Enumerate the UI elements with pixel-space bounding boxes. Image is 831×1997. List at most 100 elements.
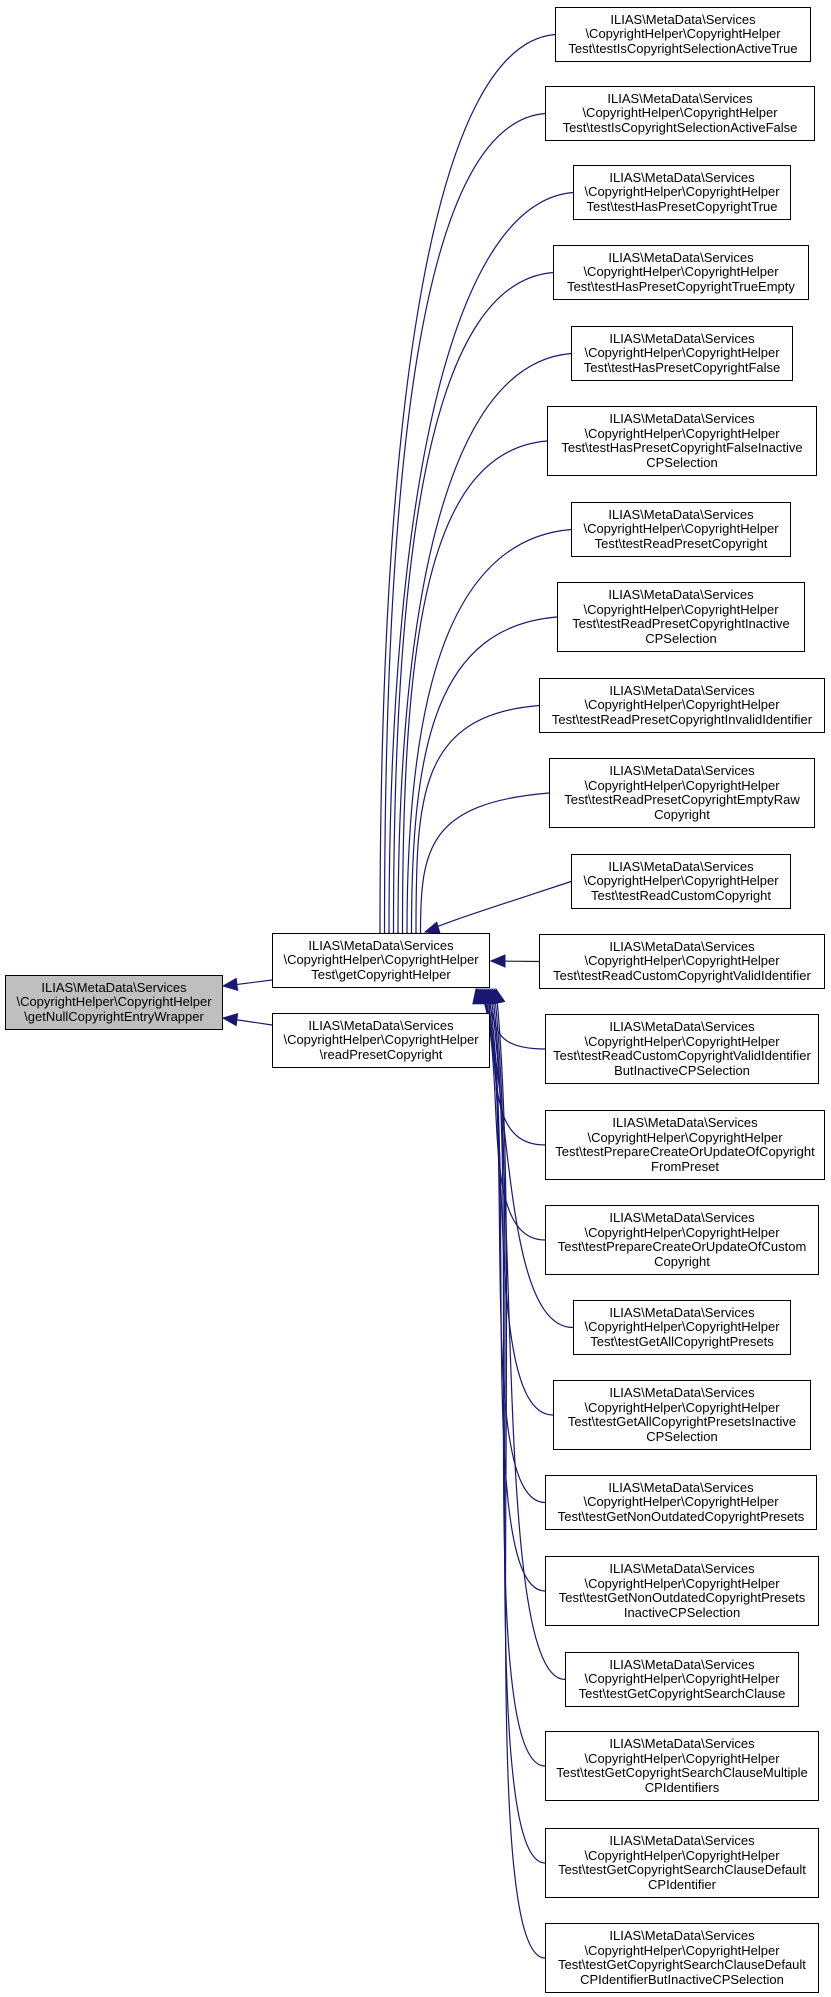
- node-label-line: CPSelection: [646, 1428, 718, 1444]
- test-node-14[interactable]: ILIAS\MetaData\Services\CopyrightHelper\…: [545, 1205, 819, 1275]
- test-node-15[interactable]: ILIAS\MetaData\Services\CopyrightHelper\…: [573, 1300, 791, 1355]
- node-label-line: \readPresetCopyright: [319, 1046, 443, 1062]
- node-label-line: Copyright: [654, 806, 710, 822]
- node-label-line: ILIAS\MetaData\Services: [610, 11, 756, 27]
- node-label-line: \getNullCopyrightEntryWrapper: [24, 1008, 204, 1024]
- test-node-0[interactable]: ILIAS\MetaData\Services\CopyrightHelper\…: [555, 7, 811, 62]
- node-label-line: ButInactiveCPSelection: [614, 1062, 750, 1078]
- node-label-line: \CopyrightHelper\CopyrightHelper: [583, 873, 779, 889]
- test-node-14-label: ILIAS\MetaData\Services\CopyrightHelper\…: [558, 1210, 807, 1269]
- edge-arrow-caller-1-root: [221, 1012, 239, 1027]
- node-label-line: ILIAS\MetaData\Services: [609, 1928, 755, 1943]
- test-node-10[interactable]: ILIAS\MetaData\Services\CopyrightHelper\…: [571, 854, 791, 909]
- edge-test-8: [415, 704, 540, 933]
- test-node-16-label: ILIAS\MetaData\Services\CopyrightHelper\…: [567, 1385, 797, 1444]
- node-label-line: Test\testReadPresetCopyrightEmptyRaw: [564, 792, 800, 807]
- node-label-line: ILIAS\MetaData\Services: [612, 1115, 758, 1130]
- test-node-17-label: ILIAS\MetaData\Services\CopyrightHelper\…: [558, 1479, 804, 1525]
- node-label-line: ILIAS\MetaData\Services: [608, 1479, 754, 1495]
- test-node-11[interactable]: ILIAS\MetaData\Services\CopyrightHelper\…: [539, 934, 825, 989]
- test-node-5[interactable]: ILIAS\MetaData\Services\CopyrightHelper\…: [547, 406, 817, 476]
- test-node-3-label: ILIAS\MetaData\Services\CopyrightHelper\…: [567, 249, 795, 295]
- edge-test-7: [410, 616, 558, 933]
- node-label-line: FromPreset: [651, 1158, 719, 1174]
- node-label-line: \CopyrightHelper\CopyrightHelper: [583, 1494, 779, 1510]
- test-node-21-label: ILIAS\MetaData\Services\CopyrightHelper\…: [558, 1833, 806, 1892]
- caller-node-0[interactable]: ILIAS\MetaData\Services\CopyrightHelper\…: [272, 933, 490, 988]
- test-node-17[interactable]: ILIAS\MetaData\Services\CopyrightHelper\…: [545, 1475, 817, 1530]
- node-label-line: ILIAS\MetaData\Services: [308, 1017, 454, 1033]
- test-node-7[interactable]: ILIAS\MetaData\Services\CopyrightHelper\…: [557, 582, 805, 652]
- node-label-line: Test\testGetCopyrightSearchClause: [578, 1685, 786, 1701]
- test-node-12-label: ILIAS\MetaData\Services\CopyrightHelper\…: [553, 1019, 811, 1078]
- node-label-line: Test\testGetNonOutdatedCopyrightPresets: [558, 1590, 806, 1605]
- test-node-1-label: ILIAS\MetaData\Services\CopyrightHelper\…: [562, 91, 798, 136]
- test-node-9-label: ILIAS\MetaData\Services\CopyrightHelper\…: [564, 763, 800, 822]
- edge-arrow-test-22: [492, 987, 506, 1005]
- test-node-21[interactable]: ILIAS\MetaData\Services\CopyrightHelper\…: [545, 1828, 819, 1898]
- test-node-16[interactable]: ILIAS\MetaData\Services\CopyrightHelper\…: [553, 1380, 811, 1450]
- node-label-line: \CopyrightHelper\CopyrightHelper: [584, 1942, 780, 1958]
- edge-test-20: [491, 988, 546, 1767]
- node-label-line: InactiveCPSelection: [623, 1604, 741, 1620]
- test-node-4[interactable]: ILIAS\MetaData\Services\CopyrightHelper\…: [571, 326, 793, 381]
- test-node-8[interactable]: ILIAS\MetaData\Services\CopyrightHelper\…: [539, 678, 825, 733]
- node-label-line: ILIAS\MetaData\Services: [609, 1736, 755, 1751]
- node-label-line: ILIAS\MetaData\Services: [609, 682, 755, 698]
- node-label-line: \CopyrightHelper\CopyrightHelper: [584, 345, 780, 361]
- node-label-line: Test\testReadPresetCopyright: [594, 535, 768, 551]
- edge-test-6: [406, 528, 572, 933]
- node-label-line: Test\getCopyrightHelper: [311, 966, 451, 982]
- edge-test-17: [485, 988, 546, 1504]
- test-node-10-label: ILIAS\MetaData\Services\CopyrightHelper\…: [583, 858, 779, 904]
- root-node-getnullcopyrightentrywrapper: ILIAS\MetaData\Services\CopyrightHelper\…: [5, 975, 223, 1030]
- test-node-18[interactable]: ILIAS\MetaData\Services\CopyrightHelper\…: [545, 1556, 819, 1626]
- node-label-line: ILIAS\MetaData\Services: [608, 249, 754, 265]
- node-label-line: \CopyrightHelper\CopyrightHelper: [584, 953, 780, 969]
- node-label-line: Test\testReadCustomCopyrightValidIdentif…: [553, 967, 811, 983]
- node-label-line: Test\testReadCustomCopyright: [591, 887, 771, 903]
- test-node-2[interactable]: ILIAS\MetaData\Services\CopyrightHelper\…: [573, 165, 791, 220]
- node-label-line: Copyright: [654, 1253, 710, 1269]
- node-label-line: CPIdentifiers: [644, 1779, 720, 1795]
- test-node-22[interactable]: ILIAS\MetaData\Services\CopyrightHelper\…: [545, 1923, 819, 1993]
- test-node-3[interactable]: ILIAS\MetaData\Services\CopyrightHelper\…: [553, 245, 809, 300]
- node-label-line: ILIAS\MetaData\Services: [609, 411, 755, 426]
- node-label-line: \CopyrightHelper\CopyrightHelper: [584, 1671, 780, 1687]
- test-node-2-label: ILIAS\MetaData\Services\CopyrightHelper\…: [584, 170, 779, 215]
- node-label-line: ILIAS\MetaData\Services: [609, 938, 755, 954]
- node-label-line: Test\testReadPresetCopyrightInvalidIdent…: [551, 711, 813, 727]
- edge-test-21: [493, 988, 546, 1864]
- node-label-line: Test\testIsCopyrightSelectionActiveFalse: [562, 119, 798, 135]
- node-label-line: ILIAS\MetaData\Services: [308, 937, 454, 953]
- test-node-9[interactable]: ILIAS\MetaData\Services\CopyrightHelper\…: [549, 758, 815, 828]
- node-label-line: \CopyrightHelper\CopyrightHelper: [585, 26, 781, 42]
- node-label-line: \CopyrightHelper\CopyrightHelper: [584, 1224, 780, 1240]
- node-label-line: ILIAS\MetaData\Services: [609, 1385, 755, 1400]
- node-label-line: ILIAS\MetaData\Services: [608, 858, 754, 874]
- node-label-line: ILIAS\MetaData\Services: [609, 1656, 755, 1672]
- node-label-line: Test\testReadPresetCopyrightInactive: [572, 616, 790, 631]
- node-label-line: \CopyrightHelper\CopyrightHelper: [584, 1575, 780, 1591]
- test-node-6[interactable]: ILIAS\MetaData\Services\CopyrightHelper\…: [571, 502, 791, 557]
- test-node-7-label: ILIAS\MetaData\Services\CopyrightHelper\…: [572, 587, 790, 646]
- test-node-11-label: ILIAS\MetaData\Services\CopyrightHelper\…: [553, 938, 811, 984]
- caller-node-1[interactable]: ILIAS\MetaData\Services\CopyrightHelper\…: [272, 1013, 490, 1068]
- test-node-12[interactable]: ILIAS\MetaData\Services\CopyrightHelper\…: [545, 1014, 819, 1084]
- test-node-20[interactable]: ILIAS\MetaData\Services\CopyrightHelper\…: [545, 1731, 819, 1801]
- edge-test-22: [495, 988, 546, 1959]
- test-node-1[interactable]: ILIAS\MetaData\Services\CopyrightHelper\…: [545, 86, 815, 141]
- node-label-line: Test\testGetAllCopyrightPresetsInactive: [567, 1414, 797, 1429]
- node-label-line: \CopyrightHelper\CopyrightHelper: [584, 1750, 780, 1766]
- test-node-19[interactable]: ILIAS\MetaData\Services\CopyrightHelper\…: [565, 1652, 799, 1707]
- node-label-line: ILIAS\MetaData\Services: [41, 979, 187, 995]
- node-label-line: \CopyrightHelper\CopyrightHelper: [584, 425, 780, 441]
- node-label-line: \CopyrightHelper\CopyrightHelper: [583, 264, 779, 280]
- node-label-line: ILIAS\MetaData\Services: [609, 1210, 755, 1225]
- node-label-line: ILIAS\MetaData\Services: [609, 763, 755, 778]
- test-node-8-label: ILIAS\MetaData\Services\CopyrightHelper\…: [551, 682, 813, 728]
- test-node-0-label: ILIAS\MetaData\Services\CopyrightHelper\…: [568, 11, 797, 57]
- test-node-20-label: ILIAS\MetaData\Services\CopyrightHelper\…: [556, 1736, 807, 1795]
- node-label-line: ILIAS\MetaData\Services: [609, 330, 755, 346]
- test-node-13[interactable]: ILIAS\MetaData\Services\CopyrightHelper\…: [545, 1110, 825, 1180]
